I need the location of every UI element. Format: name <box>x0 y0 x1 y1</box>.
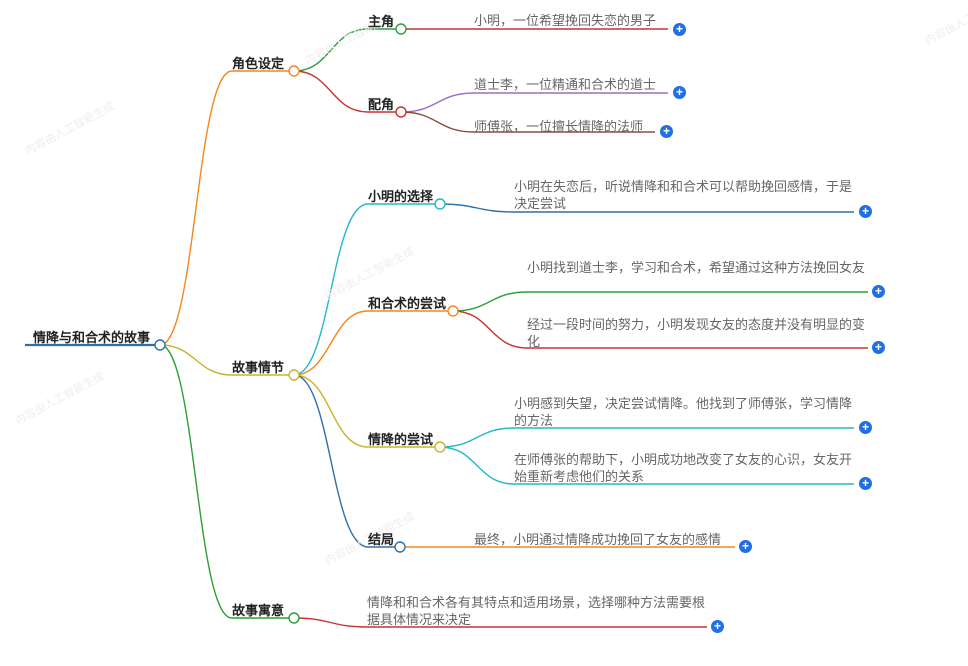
add-node-button[interactable]: + <box>872 285 885 298</box>
add-node-button[interactable]: + <box>872 341 885 354</box>
add-node-button[interactable]: + <box>673 23 686 36</box>
edge-plot-hehe <box>293 310 369 376</box>
node-protagonist-label[interactable]: 主角 <box>368 14 395 29</box>
leaf-moral-text: 情降和和合术各有其特点和适用场景，选择哪种方法需要根据具体情况来决定 <box>367 595 706 627</box>
edge-root-plot <box>159 344 233 376</box>
edge-supporting-leaf1 <box>400 92 475 113</box>
edge-hehe-leaf1 <box>452 291 528 312</box>
choice-collapse-toggle[interactable] <box>434 198 446 210</box>
add-node-button[interactable]: + <box>673 86 686 99</box>
node-choice-label[interactable]: 小明的选择 <box>368 189 434 204</box>
edge-root-moral <box>159 344 233 619</box>
edge-roles-supporting <box>293 70 369 113</box>
plot-collapse-toggle[interactable] <box>288 369 300 381</box>
moral-collapse-toggle[interactable] <box>288 612 300 624</box>
branch-roles-label[interactable]: 角色设定 <box>232 56 285 71</box>
edge-qingjiang-leaf1 <box>439 427 515 448</box>
leaf-qingjiang-2-text: 在师傅张的帮助下，小明成功地改变了女友的心识，女友开始重新考虑他们的关系 <box>514 452 853 484</box>
leaf-protagonist-text: 小明，一位希望挽回失恋的男子 <box>474 13 657 28</box>
root-node-label[interactable]: 情降与和合术的故事 <box>33 330 151 345</box>
edge-hehe-leaf2 <box>452 310 528 349</box>
roles-collapse-toggle[interactable] <box>288 65 300 77</box>
add-node-button[interactable]: + <box>859 477 872 490</box>
leaf-hehe-2-text: 经过一段时间的努力，小明发现女友的态度并没有明显的变化 <box>527 317 866 349</box>
hehe-collapse-toggle[interactable] <box>447 305 459 317</box>
qingjiang-collapse-toggle[interactable] <box>434 441 446 453</box>
edge-plot-qingjiang <box>293 374 369 448</box>
edge-roles-protagonist <box>293 28 369 72</box>
leaf-hehe-1-text: 小明找到道士李，学习和合术，希望通过这种方法挽回女友 <box>527 260 866 275</box>
branch-plot-label[interactable]: 故事情节 <box>232 360 285 375</box>
edge-plot-ending <box>293 374 369 548</box>
protagonist-collapse-toggle[interactable] <box>395 23 407 35</box>
edge-supporting-leaf2 <box>400 111 475 133</box>
add-node-button[interactable]: + <box>859 205 872 218</box>
edge-qingjiang-leaf2 <box>439 446 515 485</box>
leaf-supporting-2-text: 师傅张，一位擅长情降的法师 <box>474 119 644 134</box>
add-node-button[interactable]: + <box>660 125 673 138</box>
add-node-button[interactable]: + <box>711 620 724 633</box>
node-ending-label[interactable]: 结局 <box>368 532 395 547</box>
edge-moral-leaf <box>293 617 368 628</box>
leaf-qingjiang-1-text: 小明感到失望，决定尝试情降。他找到了师傅张，学习情降的方法 <box>514 396 853 428</box>
root-collapse-toggle[interactable] <box>154 339 166 351</box>
supporting-collapse-toggle[interactable] <box>395 106 407 118</box>
node-supporting-label[interactable]: 配角 <box>368 97 395 112</box>
node-qingjiang-label[interactable]: 情降的尝试 <box>368 432 434 447</box>
ending-collapse-toggle[interactable] <box>394 541 406 553</box>
edge-root-roles <box>159 70 233 346</box>
edge-choice-leaf <box>439 203 515 213</box>
leaf-ending-text: 最终，小明通过情降成功挽回了女友的感情 <box>474 532 722 547</box>
leaf-supporting-1-text: 道士李，一位精通和合术的道士 <box>474 77 657 92</box>
add-node-button[interactable]: + <box>859 421 872 434</box>
branch-moral-label[interactable]: 故事寓意 <box>232 603 285 618</box>
add-node-button[interactable]: + <box>739 540 752 553</box>
node-hehe-label[interactable]: 和合术的尝试 <box>368 296 447 311</box>
edge-plot-choice <box>293 203 369 376</box>
leaf-choice-text: 小明在失恋后，听说情降和和合术可以帮助挽回感情，于是决定尝试 <box>514 179 853 211</box>
